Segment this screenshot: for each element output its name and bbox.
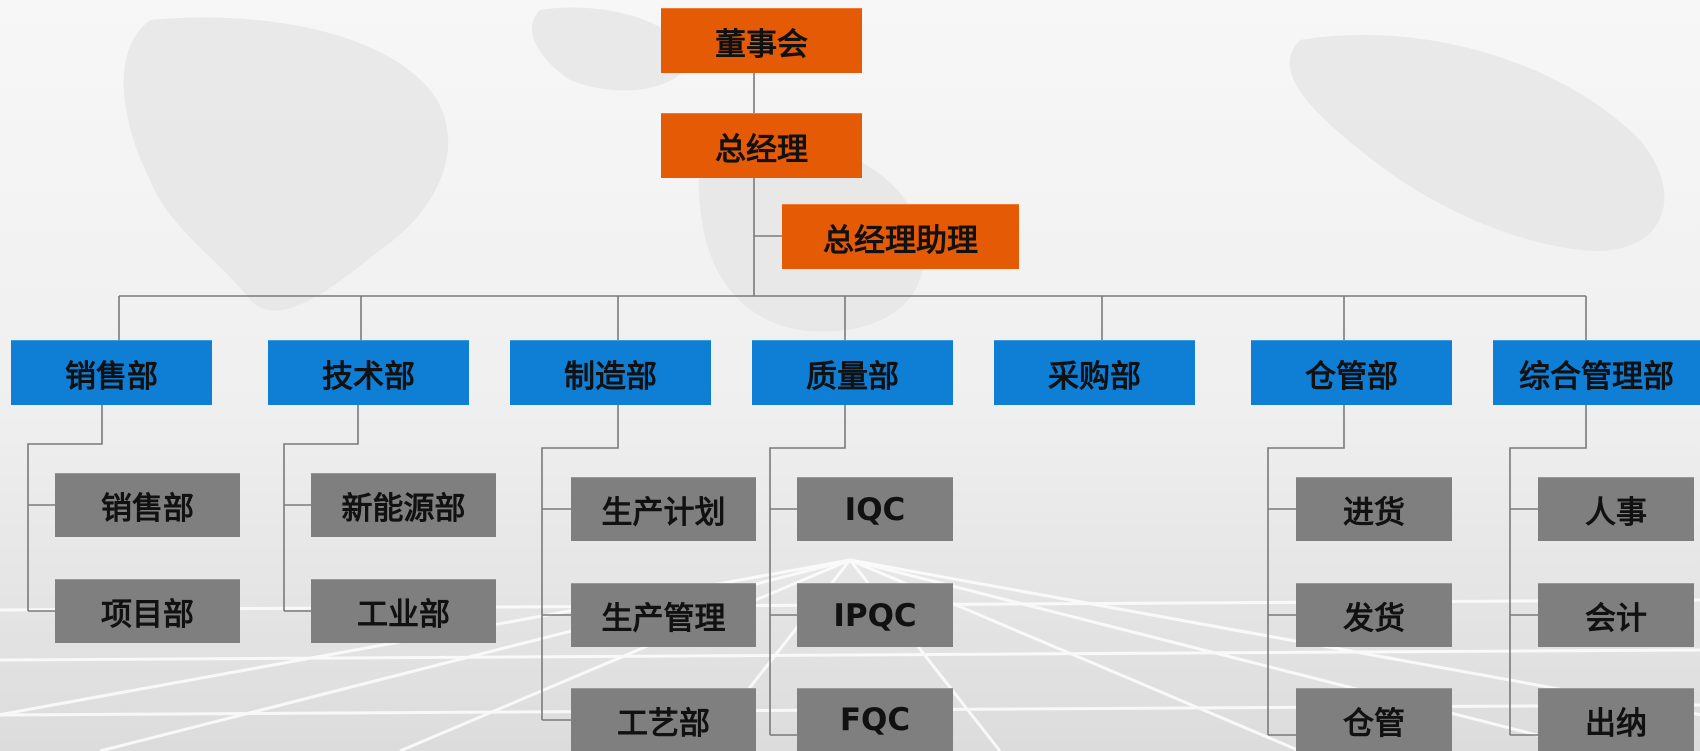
dept-label: 质量部 [806,358,899,395]
unit-storage: 仓管 [1296,688,1452,751]
node-general-manager-label: 总经理 [715,131,808,168]
dept-quality: 质量部 [752,340,953,405]
unit-label: 工艺部 [617,705,710,742]
unit-industrial: 工业部 [311,579,496,643]
unit-sales: 销售部 [55,473,240,537]
unit-new-energy: 新能源部 [311,473,496,537]
unit-label: 出纳 [1585,705,1647,742]
unit-production-planning: 生产计划 [571,477,756,541]
node-board-label: 董事会 [715,26,808,63]
unit-label: 发货 [1343,601,1405,637]
unit-hr: 人事 [1538,477,1694,541]
dept-label: 技术部 [322,358,415,395]
unit-iqc: IQC [797,477,953,541]
unit-label: 会计 [1585,601,1647,637]
unit-label: 工业部 [357,597,450,633]
unit-label: 仓管 [1343,705,1405,742]
unit-fqc: FQC [797,688,953,751]
unit-label: FQC [839,702,911,738]
dept-purchasing: 采购部 [994,340,1195,405]
unit-label: 项目部 [101,597,194,633]
unit-label: 新能源部 [341,491,466,527]
unit-label: 生产管理 [601,601,726,637]
unit-accounting: 会计 [1538,583,1694,647]
dept-general-admin: 综合管理部 [1493,340,1700,405]
node-assistant-label: 总经理助理 [823,222,978,259]
world-map-shape [123,7,1665,332]
dept-label: 采购部 [1048,358,1141,395]
dept-sales: 销售部 [11,340,212,405]
unit-projects: 项目部 [55,579,240,643]
node-general-manager: 总经理 [661,113,862,178]
unit-label: 人事 [1585,495,1647,531]
unit-production-management: 生产管理 [571,583,756,647]
dept-label: 综合管理部 [1519,358,1674,395]
unit-process-engineering: 工艺部 [571,688,756,751]
unit-label: 进货 [1343,495,1405,531]
unit-label: 生产计划 [601,495,726,531]
dept-label: 销售部 [65,358,158,395]
unit-label: 销售部 [101,491,194,527]
unit-label: IPQC [833,597,917,634]
unit-shipping: 发货 [1296,583,1452,647]
unit-cashier: 出纳 [1538,688,1694,751]
unit-receiving: 进货 [1296,477,1452,541]
node-assistant: 总经理助理 [782,204,1019,269]
dept-label: 制造部 [564,358,657,395]
unit-label: IQC [844,491,906,528]
dept-manufacturing: 制造部 [510,340,711,405]
dept-warehouse: 仓管部 [1251,340,1452,405]
dept-label: 仓管部 [1305,358,1398,395]
unit-ipqc: IPQC [797,583,953,647]
dept-technology: 技术部 [268,340,469,405]
node-board: 董事会 [661,8,862,73]
